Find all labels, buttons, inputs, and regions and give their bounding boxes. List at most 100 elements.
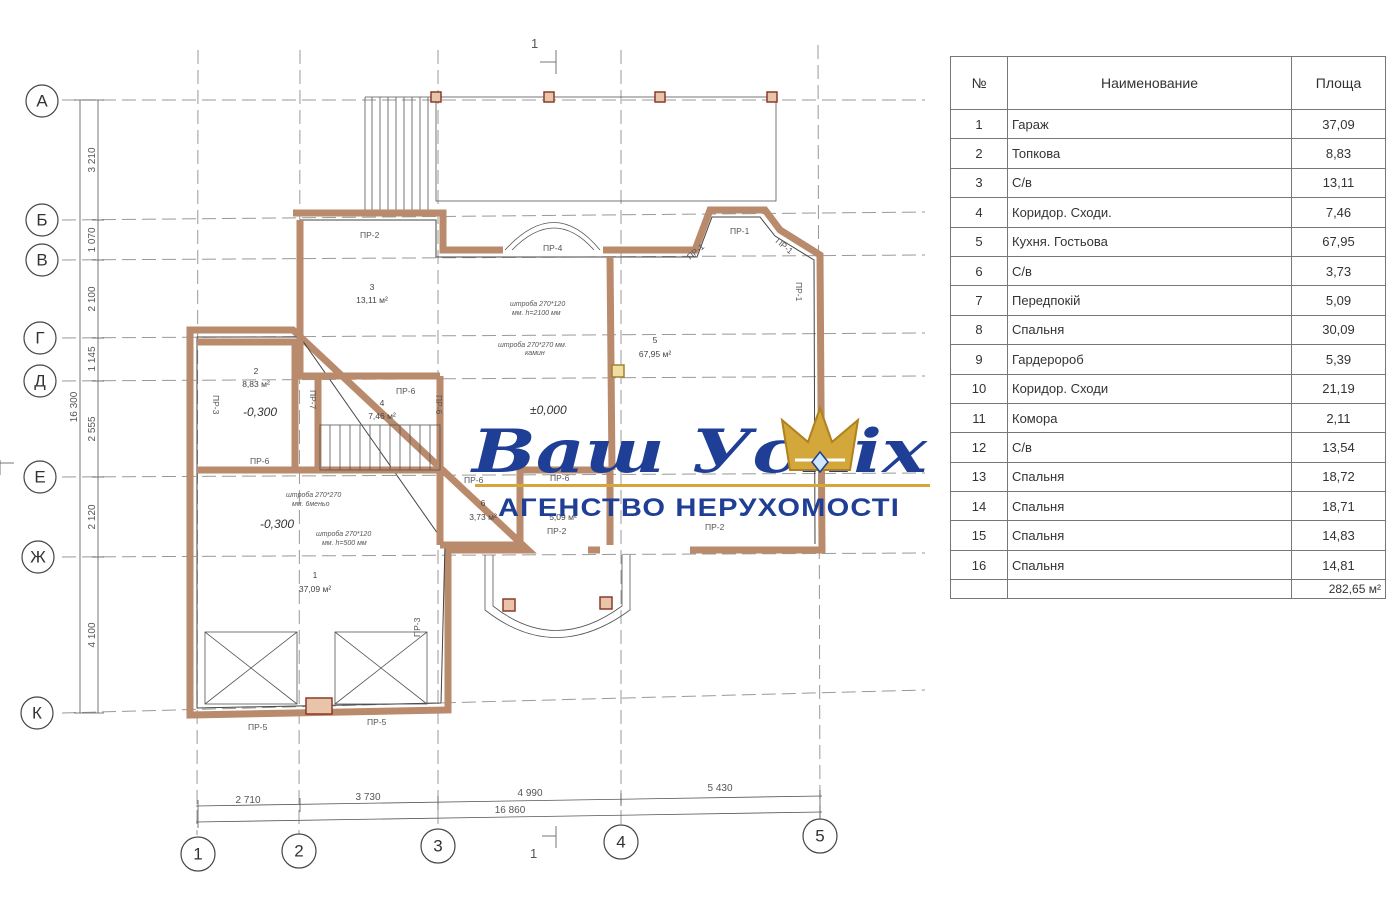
opening-label: ПР-2: [705, 522, 725, 532]
dim-label: 2 120: [87, 504, 98, 529]
section-mark-bottom: 1: [530, 826, 557, 861]
cell-area: 14,83: [1291, 520, 1386, 551]
horizontal-dimensions: 2 710 3 730 4 990 5 430 16 860: [195, 783, 823, 828]
axis-letter: В: [36, 251, 47, 270]
opening-label: ПР-5: [367, 717, 387, 727]
axis-circle: [21, 540, 55, 574]
opening-label: ПР-3: [412, 617, 422, 637]
cell-area: 2,11: [1291, 402, 1386, 434]
dim-total-label: 16 860: [495, 805, 526, 816]
table-header-row: № Наименование Площа: [950, 56, 1386, 110]
axis-letter: К: [32, 704, 42, 723]
room-area: 3,73 м²: [469, 512, 497, 522]
axis-letter: Е: [34, 468, 45, 487]
axis-number: 3: [433, 837, 442, 856]
column: [430, 91, 442, 103]
notes: штроба 270*120 мм. h=2100 мм штроба 270*…: [286, 300, 567, 547]
note: мм. h=500 мм: [322, 540, 367, 547]
opening-label: ПР-1: [794, 282, 804, 302]
dim-label: 1 070: [87, 227, 98, 252]
header-no: №: [950, 56, 1008, 110]
opening-label: ПР-6: [464, 475, 484, 485]
dim-label: 1 145: [87, 346, 98, 371]
cell-name: Спальня: [1007, 461, 1292, 493]
axis-letter: Д: [34, 372, 46, 391]
axis-letter: Б: [36, 211, 47, 230]
axis-letter: А: [36, 92, 48, 111]
level-mark: -0,300: [260, 517, 294, 531]
opening-label: ПР-6: [434, 395, 444, 415]
cell-area: 21,19: [1291, 373, 1386, 404]
opening-label: ПР-6: [550, 473, 570, 483]
cell-name: Гараж: [1007, 108, 1292, 140]
total-empty: [950, 579, 1008, 600]
dim-label: 3 730: [355, 792, 380, 803]
axis-circle: [25, 84, 59, 118]
cell-no: 16: [950, 549, 1008, 581]
cell-name: Гардеророб: [1007, 344, 1292, 375]
terrace: [364, 91, 778, 210]
opening-label: ПР-4: [543, 243, 563, 253]
opening-label: ПР-6: [396, 386, 416, 396]
porch-arc: [484, 222, 631, 638]
cell-area: 3,73: [1291, 255, 1386, 287]
cell-name: Кухня. Гостьова: [1007, 226, 1292, 257]
opening-label: ПР-7: [308, 390, 318, 410]
room-area: 13,11 м²: [356, 295, 388, 305]
room-labels: 1 37,09 м² 2 8,83 м² 3 13,11 м² 4 7,46 м…: [242, 282, 671, 594]
crown-icon: [780, 404, 860, 474]
note: мм. h=2100 мм: [512, 310, 561, 317]
cell-no: 6: [950, 255, 1008, 287]
axis-number: 5: [815, 827, 824, 846]
level-marks: -0,300 -0,300 ±0,000: [243, 403, 567, 531]
cell-area: 67,95: [1291, 226, 1386, 257]
cell-area: 8,83: [1291, 138, 1386, 169]
logo-underline: [475, 484, 930, 487]
room-area: 7,46 м²: [368, 411, 396, 421]
axis-number: 2: [294, 842, 303, 861]
cell-area: 13,11: [1291, 167, 1386, 199]
fireplace-marker: [611, 364, 625, 378]
cell-name: Спальня: [1007, 491, 1292, 522]
note: штроба 270*120: [510, 300, 565, 308]
cell-name: Спальня: [1007, 520, 1292, 551]
vertical-dimensions: 3 210 1 070 2 100 1 145 2 555 2 120 4 10…: [69, 99, 104, 714]
axis-circle: [281, 833, 317, 869]
dim-label: 2 555: [87, 416, 98, 441]
dim-total-label: 16 300: [69, 391, 80, 422]
room-number: 6: [481, 498, 486, 508]
column: [305, 697, 333, 715]
cell-no: 2: [950, 138, 1008, 169]
column: [543, 91, 555, 103]
room-area: 37,09 м²: [299, 584, 331, 594]
note: штроба 270*270 мм.: [498, 341, 567, 349]
header-name: Наименование: [1007, 56, 1292, 110]
cell-no: 3: [950, 167, 1008, 199]
axis-circle: [603, 824, 639, 860]
dim-label: 4 100: [87, 622, 98, 647]
cell-no: 1: [950, 108, 1008, 140]
axis-circle: [25, 203, 59, 237]
cell-area: 18,71: [1291, 491, 1386, 522]
cell-no: 9: [950, 344, 1008, 375]
cell-no: 8: [950, 314, 1008, 346]
cell-no: 11: [950, 402, 1008, 434]
note: штроба 270*120: [316, 530, 371, 538]
cell-area: 30,09: [1291, 314, 1386, 346]
axis-circle: [802, 818, 838, 854]
opening-label: ПР-2: [547, 526, 567, 536]
note: мм. 6меньо: [292, 501, 330, 508]
axis-numbers: 1 2 3 4 5: [180, 818, 838, 872]
cell-no: 10: [950, 373, 1008, 404]
cell-no: 7: [950, 285, 1008, 316]
